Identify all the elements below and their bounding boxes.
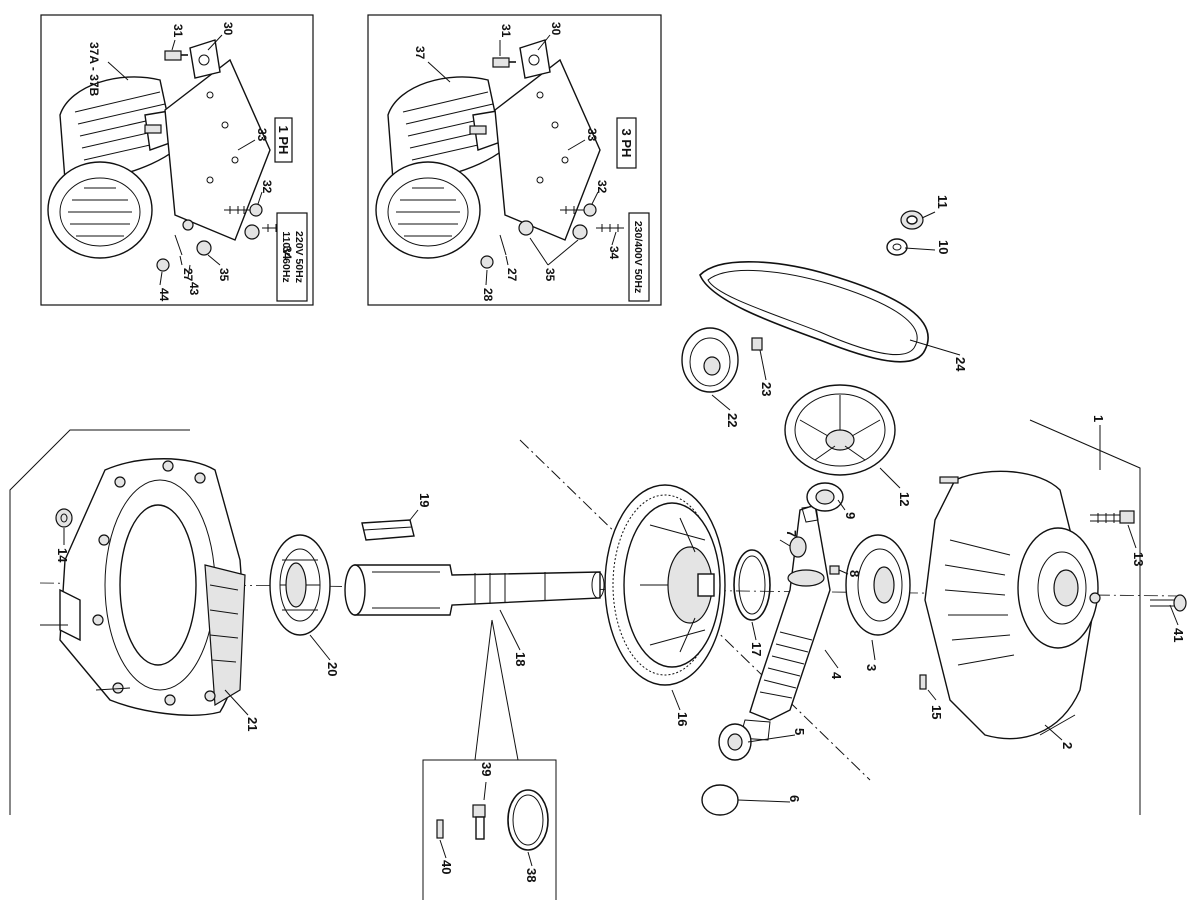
label-1ph-33: 33 — [255, 128, 269, 142]
label-1: 1 — [1091, 415, 1106, 422]
label-3ph-27: 27 — [505, 268, 519, 282]
label-16: 16 — [675, 712, 690, 726]
label-3ph-31: 31 — [499, 24, 513, 38]
bolt-41 — [1150, 594, 1187, 612]
main-leaders — [63, 211, 1179, 867]
bearing-20 — [269, 534, 331, 636]
label-3ph-30: 30 — [549, 22, 563, 36]
label-24: 24 — [953, 357, 968, 372]
label-3ph-32: 32 — [595, 180, 609, 194]
label-1ph-35: 35 — [217, 268, 231, 282]
label-15: 15 — [929, 705, 944, 719]
label-1ph-32: 32 — [260, 180, 274, 194]
label-21: 21 — [245, 717, 260, 731]
voltage-1ph-line1: 110V 60Hz — [280, 231, 292, 282]
cap-6 — [701, 784, 739, 816]
phase-badge-3ph — [616, 117, 637, 169]
label-23: 23 — [759, 382, 774, 396]
pin-40 — [436, 819, 444, 839]
label-1ph-31: 31 — [171, 24, 185, 38]
label-19: 19 — [417, 493, 432, 507]
label-41: 41 — [1171, 628, 1186, 642]
phase-badge-1ph — [274, 117, 293, 163]
gear-wheel-16 — [604, 484, 726, 686]
plug-14 — [55, 508, 73, 528]
label-5: 5 — [792, 728, 807, 735]
label-3ph-34: 34 — [607, 246, 621, 260]
left-housing — [40, 458, 246, 716]
hardware-3ph — [469, 57, 624, 269]
label-1ph-37a-37b: 37A - 37B — [87, 42, 101, 97]
washer-10 — [886, 238, 908, 256]
label-11: 11 — [935, 195, 950, 209]
label-4: 4 — [829, 672, 844, 680]
key-19 — [361, 519, 415, 541]
key-7 — [789, 536, 807, 558]
voltage-3ph-line1: 230/400V 50Hz — [632, 221, 644, 293]
nut-11 — [900, 210, 924, 230]
label-8: 8 — [847, 570, 862, 577]
motor-1ph — [47, 76, 179, 259]
circlip-17 — [733, 549, 771, 621]
output-shaft-18 — [344, 564, 605, 616]
circlip-38 — [507, 789, 549, 851]
label-3ph-28: 28 — [481, 288, 495, 302]
label-2: 2 — [1060, 742, 1075, 749]
label-3ph-37: 37 — [413, 46, 427, 60]
worm-shaft-4 — [739, 504, 831, 741]
label-38: 38 — [524, 868, 539, 882]
mounting-plate-1ph — [164, 39, 271, 241]
set-screw-23 — [751, 337, 763, 351]
phase-badge-3ph-text: 3 PH — [619, 129, 634, 158]
label-1ph-34: 34 — [280, 246, 294, 260]
motor-3ph — [375, 76, 507, 259]
label-40: 40 — [439, 860, 454, 874]
bearing-9 — [806, 482, 844, 512]
label-3: 3 — [864, 664, 879, 671]
mounting-plate-3ph — [494, 39, 601, 241]
label-22: 22 — [725, 413, 740, 427]
voltage-1ph-line2: 220V 50Hz — [293, 231, 305, 283]
screw-39 — [472, 804, 486, 840]
right-housing-2 — [924, 470, 1101, 740]
label-7: 7 — [784, 530, 799, 537]
voltage-box-3ph — [628, 212, 650, 302]
label-17: 17 — [749, 642, 764, 656]
leaders-3ph — [427, 34, 617, 286]
main-part-labels: 1 2 3 4 5 6 7 8 9 10 11 12 13 14 15 16 1… — [55, 195, 1186, 882]
label-39: 39 — [479, 762, 494, 776]
label-1ph-30: 30 — [221, 22, 235, 36]
key-8 — [829, 565, 840, 575]
label-3ph-33: 33 — [585, 128, 599, 142]
label-10: 10 — [936, 240, 951, 254]
pulley-22 — [681, 327, 739, 393]
pin-15 — [919, 674, 927, 690]
label-1ph-44: 44 — [157, 288, 171, 302]
label-1ph-27: 27 — [181, 268, 195, 282]
bearing-3 — [845, 534, 911, 636]
v-belt-24 — [699, 261, 929, 363]
label-14: 14 — [55, 548, 70, 563]
hardware-1ph — [144, 50, 290, 272]
phase-badge-1ph-text: 1 PH — [276, 126, 291, 155]
pin-top — [939, 476, 959, 484]
label-6: 6 — [787, 795, 802, 802]
label-9: 9 — [843, 512, 858, 519]
panel-1ph: 1 PH 110V 60Hz 220V 50Hz 37A - 37B 31 30… — [40, 14, 314, 306]
label-1ph-43: 43 — [187, 282, 201, 296]
voltage-box-1ph — [276, 212, 308, 302]
bolt-13 — [1090, 510, 1135, 524]
bearing-5 — [718, 723, 752, 761]
label-20: 20 — [325, 662, 340, 676]
pulley-12 — [784, 384, 896, 476]
label-13: 13 — [1131, 552, 1146, 566]
label-12: 12 — [897, 492, 912, 506]
label-18: 18 — [513, 652, 528, 666]
panel-3ph: 3 PH 230/400V 50Hz 37 31 30 33 32 34 35 … — [367, 14, 662, 306]
lower-inset-leaders — [474, 619, 519, 761]
label-3ph-35: 35 — [543, 268, 557, 282]
